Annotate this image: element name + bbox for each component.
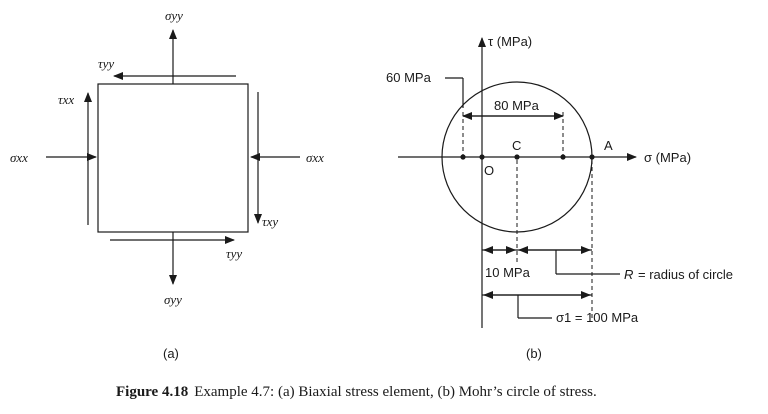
sigma1-label: σ1 = 100 MPa [556, 310, 639, 325]
caption-figure-label: Figure 4.18 [116, 384, 188, 400]
point-a [589, 154, 595, 160]
radius-text: = radius of circle [638, 267, 733, 282]
tau-xx-label: τxx [58, 92, 74, 107]
point-c [514, 154, 520, 160]
tau-axis-label: τ (MPa) [488, 34, 532, 49]
sigma-xx-left-label: σxx [10, 150, 28, 165]
subfigure-label-b: (b) [526, 346, 542, 361]
radius-r-symbol: R [624, 267, 633, 282]
sigma-axis-label: σ (MPa) [644, 150, 691, 165]
tau-xy-label: τxy [262, 214, 278, 229]
tau-yy-top-label: τyy [98, 56, 114, 71]
label-10-mpa: 10 MPa [485, 265, 531, 280]
subfigure-label-a: (a) [163, 346, 179, 361]
mohr-circle-diagram: τ (MPa) σ (MPa) 60 MPa 80 MPa C A O 10 M… [386, 34, 733, 361]
element-square [97, 83, 249, 233]
sigma-yy-bottom-label: σyy [164, 292, 182, 307]
sigma-xx-right-label: σxx [306, 150, 324, 165]
point-o-label: O [484, 163, 494, 178]
figure-caption: Figure 4.18 Example 4.7: (a) Biaxial stre… [116, 384, 597, 400]
sigma-yy-top-label: σyy [165, 8, 183, 23]
tau-yy-bottom-label: τyy [226, 246, 242, 261]
point-left [460, 154, 466, 160]
caption-text: Example 4.7: (a) Biaxial stress element,… [194, 384, 597, 400]
point-right [560, 154, 566, 160]
label-80-mpa: 80 MPa [494, 98, 540, 113]
label-60-mpa: 60 MPa [386, 70, 432, 85]
point-origin [479, 154, 485, 160]
point-c-label: C [512, 138, 521, 153]
point-a-label: A [604, 138, 613, 153]
stress-element-diagram: σyy τyy τxx σxx σxx τxy τyy σyy (a) [10, 8, 324, 361]
